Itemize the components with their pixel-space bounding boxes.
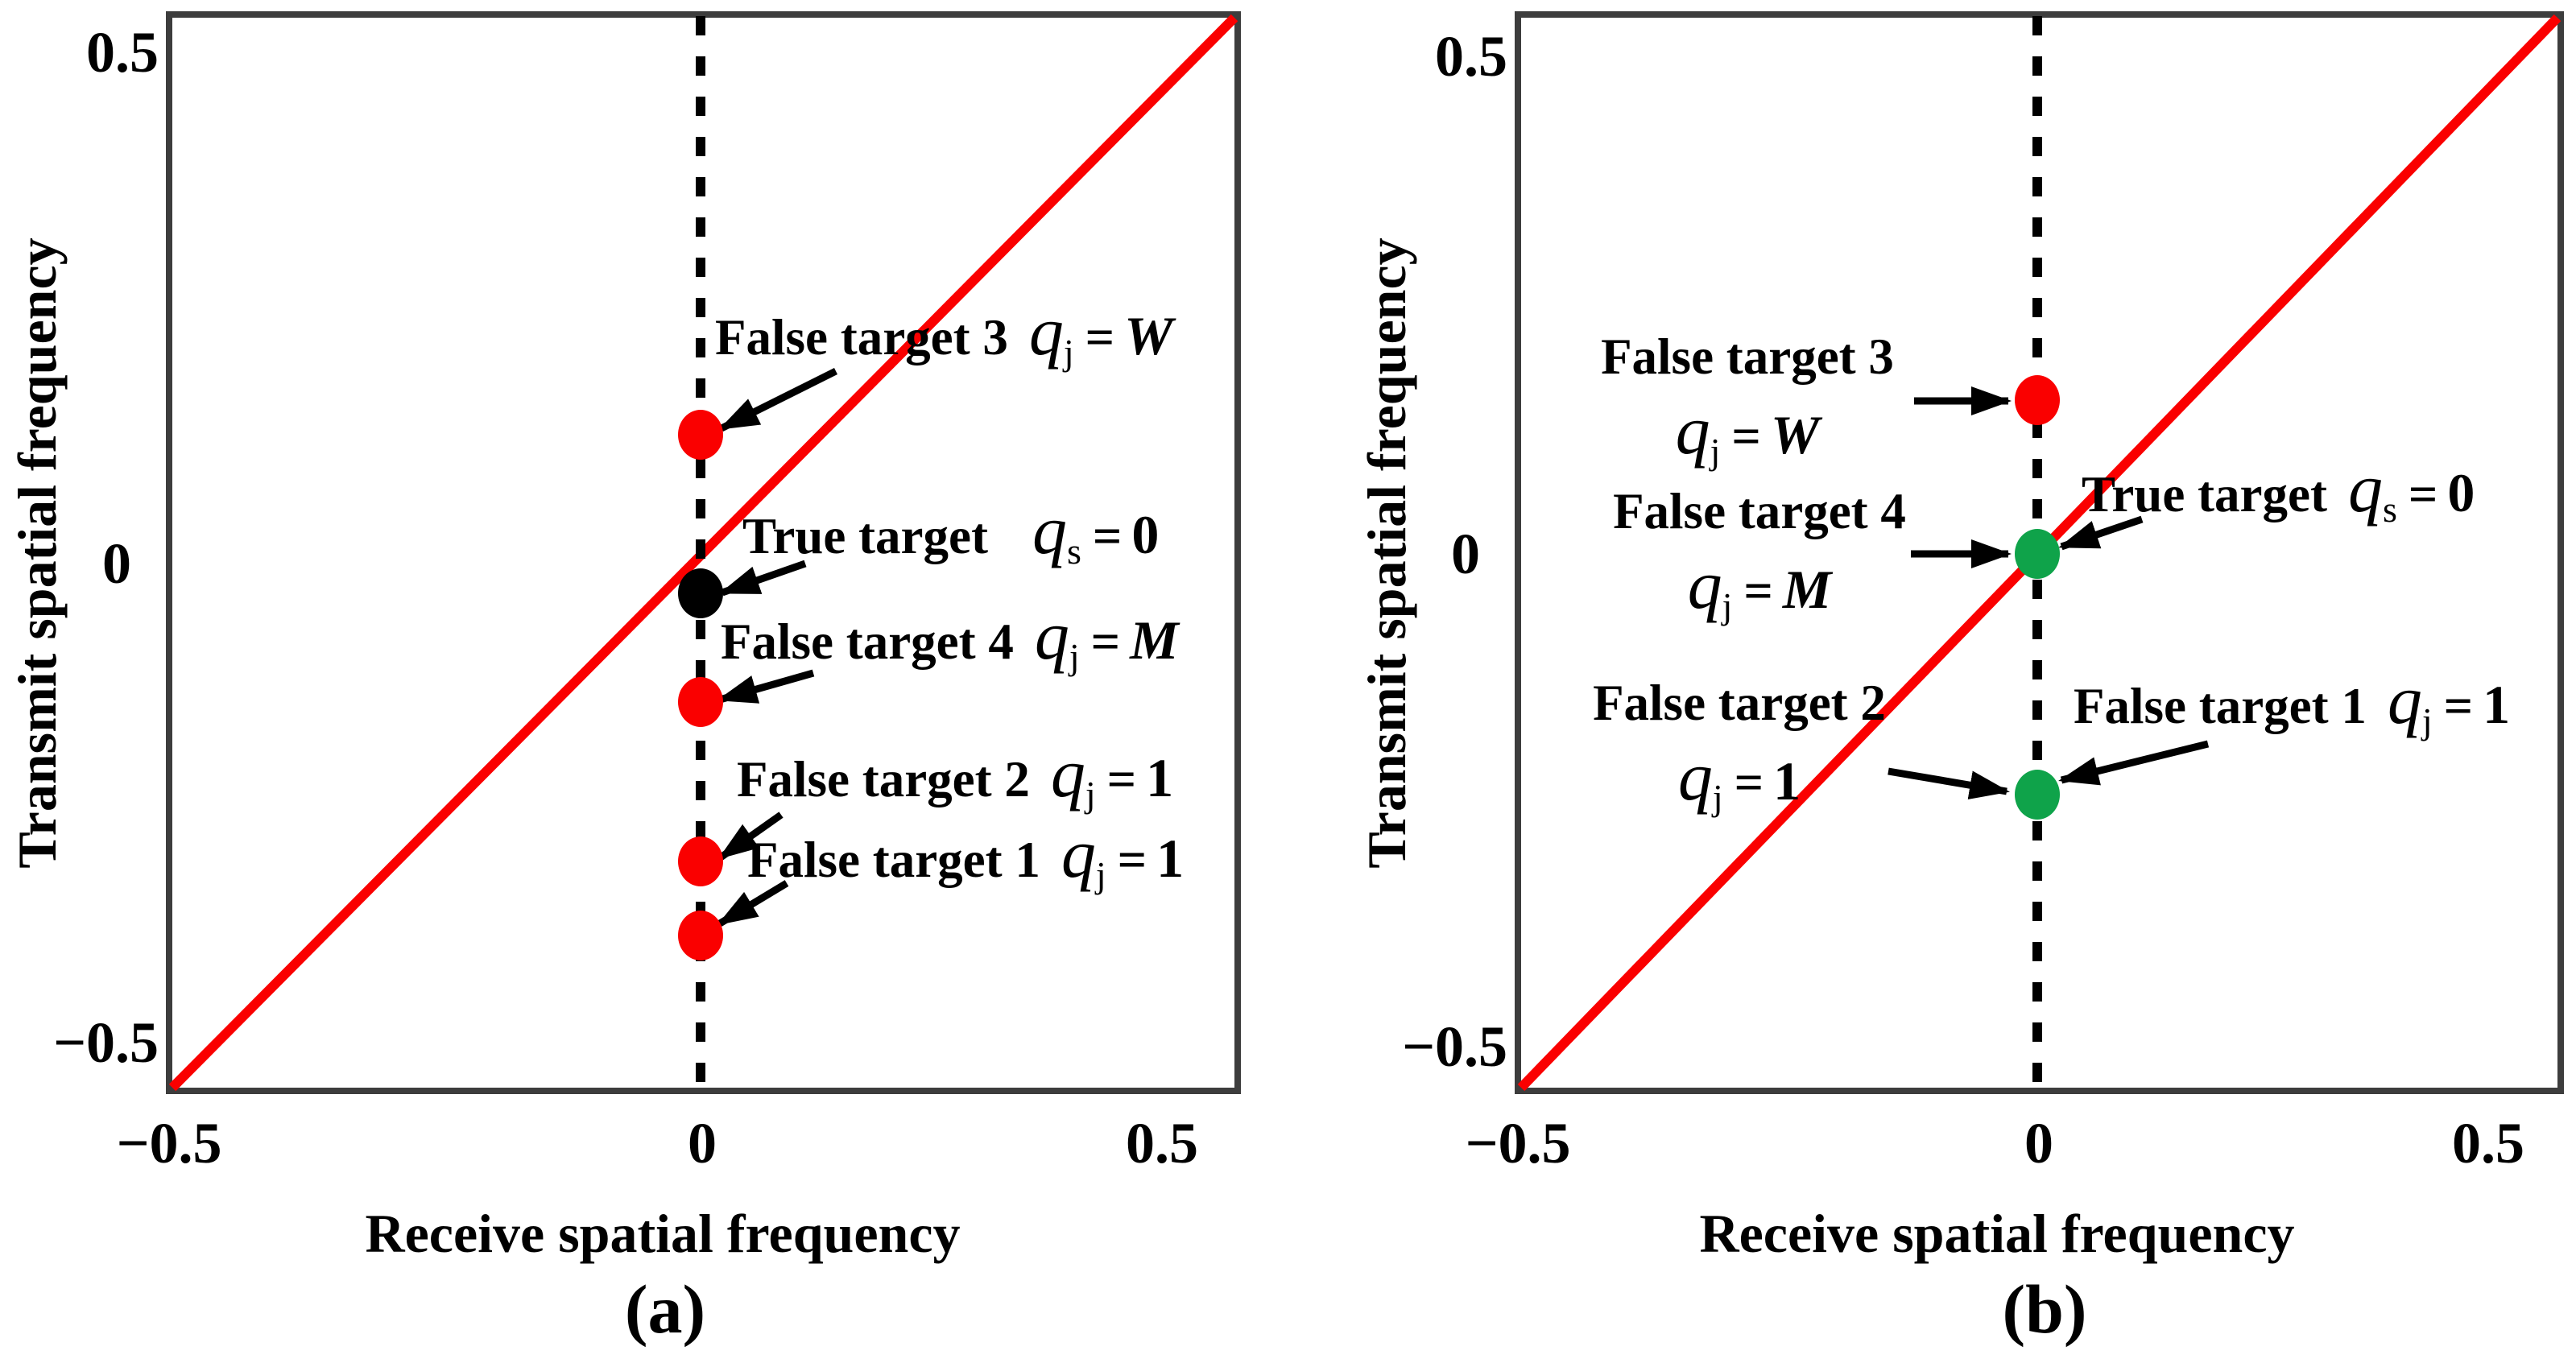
annotation-label: False target 1 xyxy=(2074,678,2367,734)
dot-true-target-a xyxy=(678,568,723,618)
dot-true-and-false-target-4-b xyxy=(2015,529,2060,579)
arrow-false-target-4-a xyxy=(717,669,815,704)
annotation-label: False target 1 xyxy=(747,832,1040,888)
annotation-label: False target 4 xyxy=(721,613,1014,670)
dot-false-target-2-a xyxy=(678,836,723,886)
x-tick-a-05: 0.5 xyxy=(1126,1111,1198,1175)
annotation-true-target-a: True target qs=0 xyxy=(742,495,1159,570)
annotation-false-target-4-b: False target 4 qj=M xyxy=(1566,486,1953,625)
y-tick-a-05: 0.5 xyxy=(86,20,159,85)
annotation-math: qj=1 xyxy=(1061,815,1185,895)
annotation-false-target-1-b: False target 1 qj=1 xyxy=(2074,665,2510,740)
annotation-math: qj=M xyxy=(1687,546,1832,626)
annotation-label: True target xyxy=(2082,466,2327,522)
x-tick-a-0: 0 xyxy=(688,1111,717,1175)
annotation-math: qj=W xyxy=(1675,391,1820,472)
y-tick-b-0: 0 xyxy=(1451,522,1480,586)
arrow-false-target-1-a xyxy=(717,880,789,927)
annotation-math: qj=W xyxy=(1028,292,1173,373)
plot-b-border xyxy=(1515,11,2564,1094)
annotation-math: qs=0 xyxy=(2347,449,2475,530)
annotation-label: False target 3 xyxy=(715,309,1008,366)
x-tick-b-neg05: −0.5 xyxy=(1465,1111,1571,1175)
arrow-false-target-1-b xyxy=(2058,740,2210,786)
x-axis-label-b: Receive spatial frequency xyxy=(1699,1203,2295,1264)
y-axis-label-b: Transmit spatial frequency xyxy=(1356,237,1417,869)
subplot-caption-b: (b) xyxy=(2002,1270,2087,1348)
dot-false-target-4-a xyxy=(678,677,723,727)
plot-a-border xyxy=(166,11,1241,1094)
annotation-false-target-2-a: False target 2 qj=1 xyxy=(737,738,1173,813)
dot-false-target-1-2-b xyxy=(2015,770,2060,820)
arrow-false-target-2-b xyxy=(1888,767,2010,800)
dot-false-target-3-a xyxy=(678,410,723,460)
annotation-false-target-1-a: False target 1 qj=1 xyxy=(747,819,1184,894)
x-tick-a-neg05: −0.5 xyxy=(116,1111,222,1175)
annotation-false-target-2-b: False target 2 qj=1 xyxy=(1546,678,1933,816)
annotation-math: qs=0 xyxy=(1032,491,1160,572)
x-axis-label-a: Receive spatial frequency xyxy=(365,1203,961,1264)
annotation-false-target-3-b: False target 3 qj=W xyxy=(1554,332,1941,470)
annotation-math: qj=1 xyxy=(1677,737,1801,818)
y-tick-a-neg05: −0.5 xyxy=(52,1010,159,1075)
annotation-math: qj=1 xyxy=(1050,734,1174,815)
y-tick-a-0: 0 xyxy=(102,531,131,596)
x-tick-b-0: 0 xyxy=(2024,1111,2053,1175)
y-tick-b-neg05: −0.5 xyxy=(1401,1014,1507,1079)
y-tick-b-05: 0.5 xyxy=(1435,24,1507,89)
annotation-false-target-3-a: False target 3 qj=W xyxy=(715,296,1173,371)
arrow-false-target-3-a xyxy=(718,367,838,432)
annotation-label: False target 4 xyxy=(1613,483,1906,539)
y-axis-label-a: Transmit spatial frequency xyxy=(6,237,68,869)
x-tick-b-05: 0.5 xyxy=(2452,1111,2524,1175)
dot-false-target-1-a xyxy=(678,911,723,960)
annotation-true-target-b: True target qs=0 xyxy=(2082,453,2475,528)
dot-false-target-3-b xyxy=(2015,375,2060,425)
annotation-label: True target xyxy=(742,508,988,564)
annotation-label: False target 2 xyxy=(737,751,1030,807)
annotation-math: qj=1 xyxy=(2387,661,2511,741)
annotation-false-target-4-a: False target 4 qj=M xyxy=(721,601,1179,675)
annotation-label: False target 3 xyxy=(1601,328,1894,385)
annotation-label: False target 2 xyxy=(1593,675,1886,731)
arrow-true-target-a xyxy=(719,560,807,597)
arrow-false-target-2-a xyxy=(717,812,784,861)
arrow-true-target-b xyxy=(2058,515,2144,551)
subplot-caption-a: (a) xyxy=(624,1270,706,1348)
annotation-math: qj=M xyxy=(1034,597,1179,677)
